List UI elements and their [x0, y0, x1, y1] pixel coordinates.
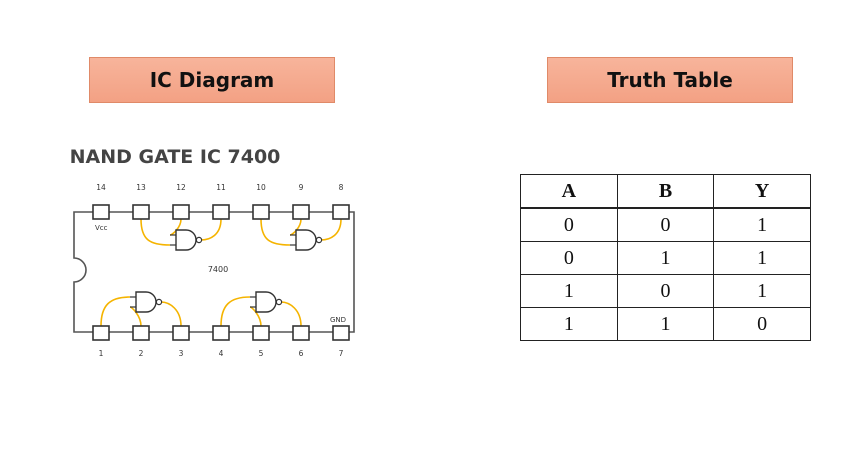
pin-number: 8 — [339, 183, 344, 192]
cell-b: 1 — [616, 307, 715, 341]
cell-b: 1 — [616, 241, 715, 275]
truth-table: A B Y 0 0 1 0 1 1 1 0 1 1 1 0 — [520, 174, 811, 341]
ic-pin-top-9 — [292, 204, 310, 220]
cell-y: 1 — [713, 274, 811, 308]
table-row: 1 0 1 — [520, 274, 811, 308]
pin-number: 7 — [339, 349, 344, 358]
ic-title: NAND GATE IC 7400 — [70, 146, 281, 168]
pin-number: 10 — [256, 183, 266, 192]
cell-y: 1 — [713, 207, 811, 242]
ic-pin-bottom-2 — [132, 325, 150, 341]
cell-y: 1 — [713, 241, 811, 275]
chip-label: 7400 — [208, 265, 228, 274]
nand-gate-symbol — [250, 291, 283, 313]
col-b: B — [616, 174, 715, 209]
wire — [260, 218, 291, 246]
ic-pin-bottom-7 — [332, 325, 350, 341]
cell-a: 0 — [520, 241, 618, 275]
gates — [130, 229, 323, 313]
ic-pin-top-14 — [92, 204, 110, 220]
ic-pin-top-13 — [132, 204, 150, 220]
table-row: 0 1 1 — [520, 241, 811, 275]
pin-number: 1 — [99, 349, 104, 358]
wire — [280, 301, 302, 327]
wire — [220, 296, 251, 327]
pin-number: 4 — [219, 349, 224, 358]
pin-number: 6 — [299, 349, 304, 358]
cell-a: 0 — [520, 207, 618, 242]
cell-b: 0 — [616, 274, 715, 308]
wire — [140, 218, 171, 246]
table-row: 1 1 0 — [520, 307, 811, 341]
gnd-label: GND — [330, 316, 346, 324]
truth-table-header: Truth Table — [547, 57, 793, 103]
pin-number: 5 — [259, 349, 264, 358]
ic-pin-top-8 — [332, 204, 350, 220]
nand-gate-symbol — [130, 291, 163, 313]
pin-number: 14 — [96, 183, 106, 192]
nand-gate-symbol — [170, 229, 203, 251]
wire — [200, 218, 222, 241]
col-a: A — [520, 174, 618, 209]
cell-b: 0 — [616, 207, 715, 242]
ic-diagram-header: IC Diagram — [89, 57, 335, 103]
ic-pin-bottom-6 — [292, 325, 310, 341]
ic-pin-bottom-3 — [172, 325, 190, 341]
col-y: Y — [713, 174, 811, 209]
vcc-label: Vcc — [95, 224, 108, 232]
ic-pin-bottom-5 — [252, 325, 270, 341]
wire — [100, 296, 131, 327]
pin-number: 12 — [176, 183, 186, 192]
nand-gate-symbol — [290, 229, 323, 251]
truth-table-header-row: A B Y — [520, 174, 811, 209]
pin-number: 11 — [216, 183, 226, 192]
wire — [160, 301, 182, 327]
ic-pin-bottom-4 — [212, 325, 230, 341]
cell-y: 0 — [713, 307, 811, 341]
pin-number: 9 — [299, 183, 304, 192]
pin-number: 3 — [179, 349, 184, 358]
ic-pin-top-10 — [252, 204, 270, 220]
ic-pin-top-12 — [172, 204, 190, 220]
cell-a: 1 — [520, 307, 618, 341]
pin-number: 13 — [136, 183, 146, 192]
ic-pin-bottom-1 — [92, 325, 110, 341]
ic-pin-top-11 — [212, 204, 230, 220]
table-row: 0 0 1 — [520, 207, 811, 242]
pin-number: 2 — [139, 349, 144, 358]
wire — [320, 218, 342, 241]
cell-a: 1 — [520, 274, 618, 308]
